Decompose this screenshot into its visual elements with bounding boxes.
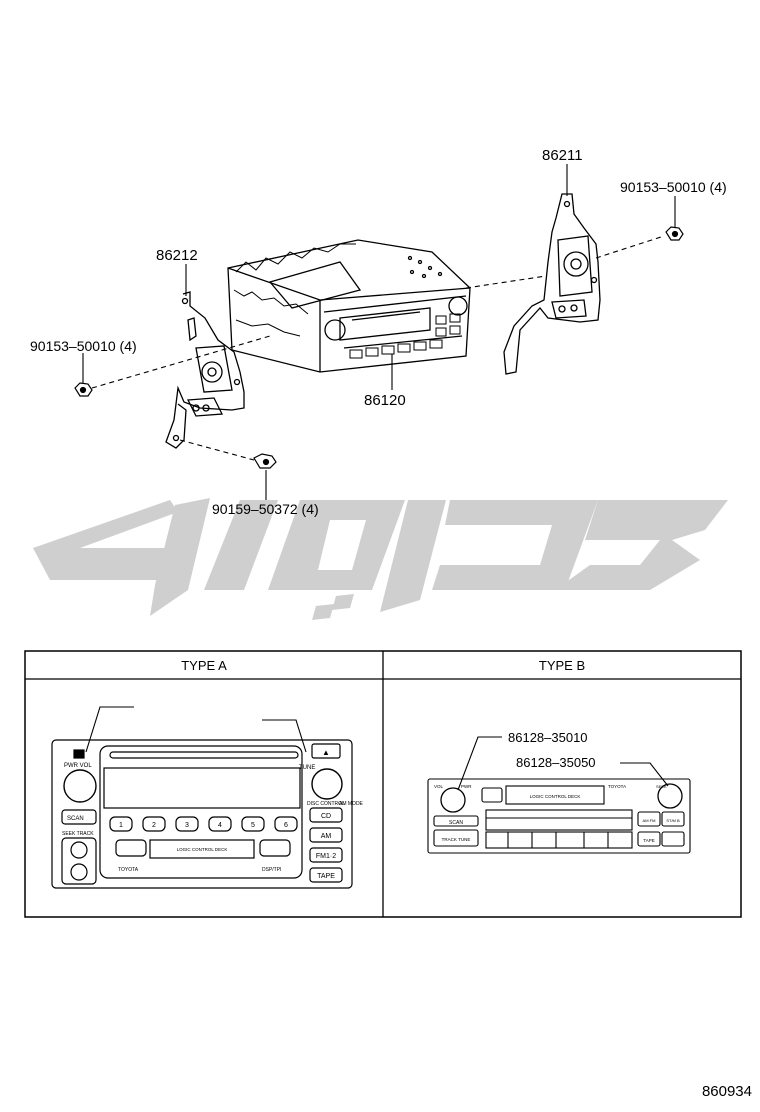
type-a-am-mode: AM MODE [339, 801, 364, 807]
type-a-labels: PWR VOL TUNE SCAN SEEK TRACK DISC CONTRO… [62, 748, 364, 880]
type-a-preset-2[interactable]: 2 [152, 822, 156, 829]
type-b-vol: VOL [434, 784, 444, 789]
type-b-track-tune[interactable]: TRACK TUNE [442, 837, 471, 842]
type-a-tune: TUNE [299, 765, 315, 771]
callout-86212: 86212 [156, 247, 198, 264]
type-a-seek-track: SEEK TRACK [62, 831, 94, 837]
type-a-tape-button[interactable]: TAPE [317, 873, 335, 880]
type-a-pwr-vol: PWR VOL [64, 763, 92, 769]
screw-bottom-icon [253, 453, 277, 469]
type-a-disc-control: DISC CONTROL [307, 801, 345, 807]
callout-bolt-right: 90153–50010 (4) [620, 179, 727, 195]
callout-bolt-left: 90153–50010 (4) [30, 338, 137, 354]
type-b-st[interactable]: ST/M B [666, 818, 680, 823]
type-a-logic-deck: LOGIC CONTROL DECK [177, 847, 228, 852]
type-b-pwr: PWR [461, 784, 472, 789]
type-b-tape[interactable]: TAPE [643, 838, 654, 843]
type-a-am-button[interactable]: AM [321, 833, 332, 840]
watermark-logo [33, 498, 728, 620]
type-a-preset-1[interactable]: 1 [119, 822, 123, 829]
callout-screw-bottom: 90159–50372 (4) [212, 501, 319, 517]
type-a-fm-button[interactable]: FM1·2 [316, 853, 336, 860]
type-a-brand: TOYOTA [118, 867, 139, 873]
bolt-right-icon [665, 226, 684, 241]
type-b-brand: TOYOTA [608, 784, 626, 789]
type-b-part-35050: 86128–35050 [516, 755, 596, 770]
radio-unit [227, 239, 471, 373]
type-b-radio-panel [427, 778, 691, 854]
figure-id: 860934 [702, 1083, 752, 1100]
assembly-lines [91, 235, 665, 461]
type-table [24, 650, 742, 918]
type-b-labels: VOL PWR LOGIC CONTROL DECK TOYOTA SCAN T… [434, 784, 680, 843]
type-b-leaders [457, 736, 669, 791]
type-a-preset-5[interactable]: 5 [251, 822, 255, 829]
bolt-left-icon [74, 382, 93, 397]
type-a-leaders [85, 706, 307, 753]
type-b-header: TYPE B [539, 658, 585, 673]
type-b-seek: SEEK [656, 784, 667, 789]
type-a-preset-6[interactable]: 6 [284, 822, 288, 829]
type-b-logic-deck: LOGIC CONTROL DECK [530, 794, 581, 799]
type-b-part-35010: 86128–35010 [508, 730, 588, 745]
right-bracket [503, 193, 601, 375]
type-b-scan[interactable]: SCAN [449, 820, 463, 826]
callout-86211: 86211 [542, 147, 583, 164]
callout-86120: 86120 [364, 392, 406, 409]
type-a-radio-panel [51, 739, 353, 889]
leader-lines [82, 164, 676, 500]
left-bracket [165, 291, 245, 449]
type-a-preset-3[interactable]: 3 [185, 822, 189, 829]
type-a-scan[interactable]: SCAN [67, 816, 84, 822]
type-a-eject-icon[interactable]: ▲ [322, 748, 330, 757]
type-a-cd-button[interactable]: CD [321, 813, 331, 820]
type-a-preset-4[interactable]: 4 [218, 822, 222, 829]
type-a-dsp: DSP/TPI [262, 867, 281, 873]
type-b-am-fm[interactable]: AM FM [643, 818, 656, 823]
type-a-header: TYPE A [181, 658, 227, 673]
